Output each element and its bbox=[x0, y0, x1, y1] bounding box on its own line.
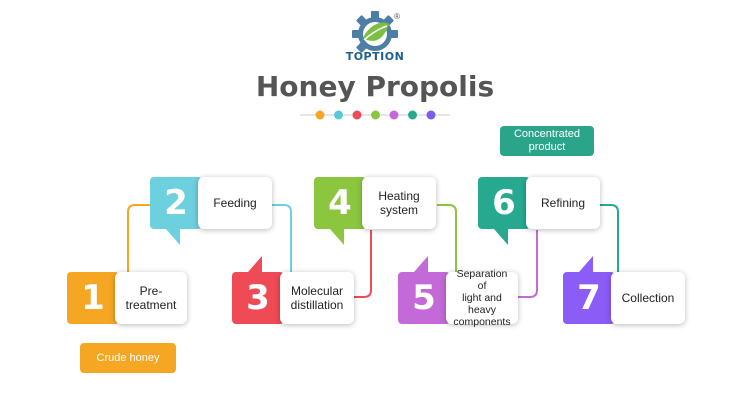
step-3: 3 Molecular distillation bbox=[232, 272, 354, 324]
step-label: Heating system bbox=[362, 177, 436, 229]
step-number: 5 bbox=[398, 272, 450, 324]
speech-tail bbox=[166, 229, 180, 245]
step-2: 2 Feeding bbox=[150, 177, 272, 229]
speech-tail bbox=[248, 256, 262, 272]
callout-crude-honey: Crude honey bbox=[80, 343, 176, 373]
step-4: 4 Heating system bbox=[314, 177, 436, 229]
registered-mark: ® bbox=[394, 12, 400, 21]
connector-4-5 bbox=[437, 204, 457, 272]
step-number: 3 bbox=[232, 272, 284, 324]
divider-dot bbox=[315, 110, 325, 120]
callout-concentrated-product: Concentrated product bbox=[500, 126, 594, 156]
step-number: 1 bbox=[67, 272, 119, 324]
connector-1-2 bbox=[127, 204, 150, 272]
connector-3-4 bbox=[348, 230, 372, 298]
divider-dot bbox=[389, 110, 399, 120]
step-7: 7 Collection bbox=[563, 272, 685, 324]
divider-dot bbox=[352, 110, 362, 120]
speech-tail bbox=[579, 256, 593, 272]
step-label: Molecular distillation bbox=[280, 272, 354, 324]
step-number: 4 bbox=[314, 177, 366, 229]
speech-tail bbox=[414, 256, 428, 272]
step-5: 5 Separation of light and heavy componen… bbox=[398, 268, 518, 328]
connector-6-7 bbox=[599, 204, 619, 272]
divider-dot bbox=[426, 110, 436, 120]
step-label: Pre- treatment bbox=[115, 272, 187, 324]
step-label: Refining bbox=[526, 177, 600, 229]
step-number: 7 bbox=[563, 272, 615, 324]
step-label: Feeding bbox=[198, 177, 272, 229]
page-title: Honey Propolis bbox=[255, 70, 495, 103]
speech-tail bbox=[494, 229, 508, 245]
brand-name: TOPTION bbox=[345, 50, 405, 63]
step-number: 6 bbox=[478, 177, 530, 229]
speech-tail bbox=[330, 229, 344, 245]
step-label: Separation of light and heavy components bbox=[446, 268, 518, 328]
divider-dot bbox=[334, 110, 343, 120]
connector-2-3 bbox=[272, 204, 292, 272]
step-1: 1 Pre- treatment bbox=[67, 272, 187, 324]
step-6: 6 Refining bbox=[478, 177, 600, 229]
toption-logo-icon bbox=[352, 11, 398, 53]
step-label: Collection bbox=[611, 272, 685, 324]
divider-dot bbox=[371, 110, 380, 120]
divider-dot bbox=[408, 110, 417, 120]
title-divider bbox=[300, 110, 450, 120]
step-number: 2 bbox=[150, 177, 202, 229]
connector-5-6 bbox=[516, 230, 538, 298]
